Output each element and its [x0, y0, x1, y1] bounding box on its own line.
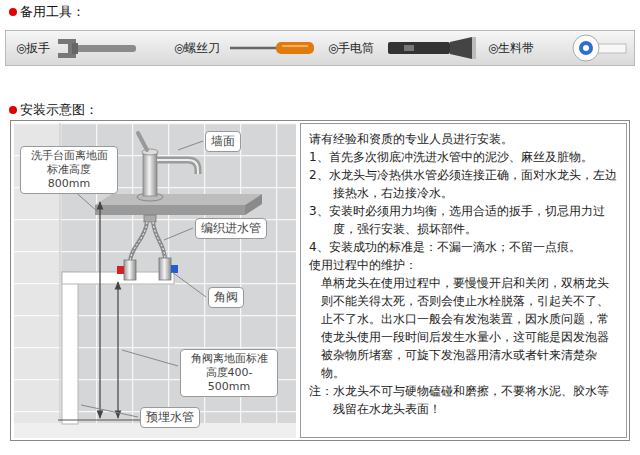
tape-icon — [573, 35, 626, 61]
faucet — [157, 160, 198, 174]
instruction-text: 注：水龙头不可与硬物磕碰和磨擦，不要将水泥、胶水等残留在水龙头表面！ — [309, 382, 618, 418]
flashlight-icon — [404, 45, 414, 51]
instruction-panel: 请有经验和资质的专业人员进行安装。1、首先多次彻底冲洗进水管中的泥沙、麻丝及脏物… — [300, 123, 627, 438]
countertop — [95, 194, 262, 215]
dimension-arrows — [58, 420, 150, 421]
instruction-text: 使用过程中的维护： — [309, 256, 618, 274]
callout-text: 洗手台面离地面 标准高度800mm — [26, 149, 112, 191]
dimension-arrows — [58, 202, 150, 420]
tool-icons — [6, 31, 636, 65]
countertop — [245, 194, 262, 215]
leader-lines — [81, 405, 138, 417]
countertop — [95, 194, 262, 205]
diagram-frame — [11, 121, 630, 441]
dimension-arrows — [117, 282, 118, 418]
callout-text: 角阀 — [214, 290, 238, 305]
faucet — [157, 160, 198, 174]
callout-label: 角阀离地面标准 高度400-500mm — [180, 349, 278, 397]
tape-icon — [573, 35, 599, 61]
leader-lines — [172, 272, 206, 297]
leader-lines — [178, 141, 203, 150]
instruction-text: 请有经验和资质的专业人员进行安装。 — [309, 130, 618, 148]
leader-lines — [164, 228, 193, 240]
callout-label: 洗手台面离地面 标准高度800mm — [20, 146, 118, 194]
callout-text: 墙面 — [211, 134, 235, 149]
angle-valves — [124, 260, 136, 280]
faucet — [138, 133, 147, 150]
wrench-icon — [72, 43, 78, 54]
section-heading: 安装示意图： — [20, 102, 98, 118]
tool-name: ◎螺丝刀 — [174, 41, 220, 55]
instruction-text: 单柄龙头在使用过程中，要慢慢开启和关闭，双柄龙头则不能关得太死，否则会使止水栓脱… — [309, 274, 618, 382]
wrench-icon — [58, 39, 136, 58]
callout-text: 预埋水管 — [146, 410, 194, 425]
braided-hoses — [153, 222, 165, 260]
flashlight-icon — [472, 37, 476, 59]
angle-valves — [117, 258, 178, 280]
heading-dots — [9, 8, 17, 16]
flashlight-icon — [450, 37, 472, 59]
flashlight-icon — [388, 42, 450, 54]
section-heading: 备用工具： — [20, 4, 85, 20]
tape-icon — [583, 45, 589, 51]
tool-name: ◎生料带 — [488, 41, 534, 55]
callout-label: 预埋水管 — [140, 407, 200, 428]
buried-pipe — [62, 272, 174, 424]
instruction-text: 4、安装成功的标准是：不漏一滴水；不留一点痕。 — [309, 238, 618, 256]
instruction-text: 3、安装时必须用力均衡，选用合适的扳手，切忌用力过度，强行安装、损坏部件。 — [309, 202, 618, 238]
braided-hoses — [130, 222, 147, 262]
faucet — [142, 149, 158, 155]
braided-hoses — [130, 222, 165, 262]
tool-name: ◎手电筒 — [328, 41, 374, 55]
countertop — [95, 205, 245, 215]
callout-text: 角阀离地面标准 高度400-500mm — [186, 352, 272, 394]
tape-icon — [579, 41, 593, 55]
leader-lines — [122, 350, 178, 366]
dimension-arrows — [99, 202, 100, 418]
faucet — [144, 215, 156, 222]
instruction-text: 2、水龙头与冷热供水管必须连接正确，面对水龙头，左边接热水，右边接冷水。 — [309, 166, 618, 202]
angle-valves — [171, 265, 178, 273]
faucet — [143, 152, 157, 196]
angle-valves — [117, 266, 124, 274]
callout-text: 编织进水管 — [201, 221, 261, 236]
wrench-icon — [74, 45, 136, 52]
screwdriver-icon — [276, 42, 314, 54]
buried-pipe — [62, 272, 78, 424]
heading-dots — [9, 106, 17, 114]
braided-hoses — [153, 222, 165, 260]
screwdriver-icon — [230, 47, 278, 50]
screwdriver-icon — [282, 45, 308, 47]
diagram-frame — [11, 121, 630, 441]
tool-band: ◎扳手 ◎螺丝刀 ◎手电筒 ◎生料带 — [5, 30, 635, 66]
instruction-text: 1、首先多次彻底冲洗进水管中的泥沙、麻丝及脏物。 — [309, 148, 618, 166]
callout-label: 角阀 — [208, 287, 244, 308]
tool-name: ◎扳手 — [16, 41, 50, 55]
screwdriver-icon — [230, 42, 314, 54]
callout-label: 墙面 — [205, 131, 241, 152]
flashlight-icon — [388, 37, 476, 59]
tiled-wall — [14, 123, 296, 438]
callout-label: 编织进水管 — [195, 218, 267, 239]
braided-hoses — [130, 222, 147, 262]
angle-valves — [159, 258, 171, 280]
